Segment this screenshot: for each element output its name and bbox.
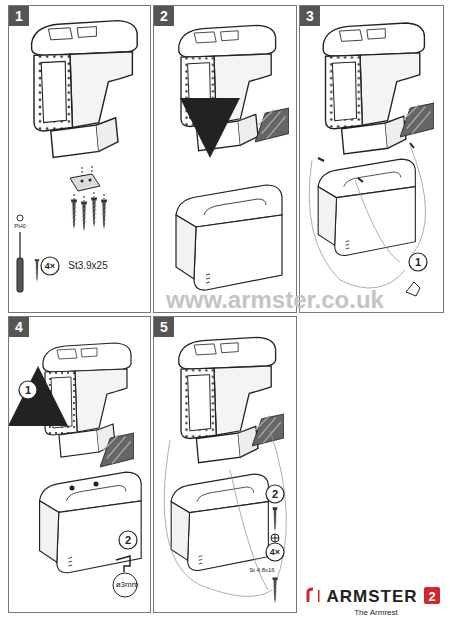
drill-size: ø3mm	[116, 581, 139, 589]
watermark: www.armster.co.uk	[166, 288, 384, 312]
step-number: 2	[154, 6, 174, 26]
callout-number: 1	[25, 385, 31, 396]
step-panel: 4	[8, 316, 151, 613]
callout-number: 2	[125, 535, 131, 546]
step-panel: 3	[299, 5, 444, 313]
step-number: 4	[9, 317, 29, 337]
screw-size: St 4.8x16	[249, 567, 274, 573]
step-number: 3	[300, 6, 320, 26]
quantity-callout: 4×	[270, 548, 280, 557]
tool-label: PH0	[14, 223, 26, 229]
step-number: 1	[9, 6, 29, 26]
quantity-callout: 4×	[45, 262, 55, 271]
brand-tagline: The Armrest	[354, 609, 398, 617]
step-panel: 5	[153, 316, 297, 613]
callout-number: 2	[272, 489, 278, 500]
step-number: 5	[154, 317, 174, 337]
step-panel: 2	[153, 5, 297, 313]
screw-size: St3.9x25	[68, 261, 107, 271]
callout-number: 1	[415, 257, 421, 268]
model-number: 2	[428, 590, 435, 603]
brand-name: ARMSTER	[326, 588, 417, 605]
